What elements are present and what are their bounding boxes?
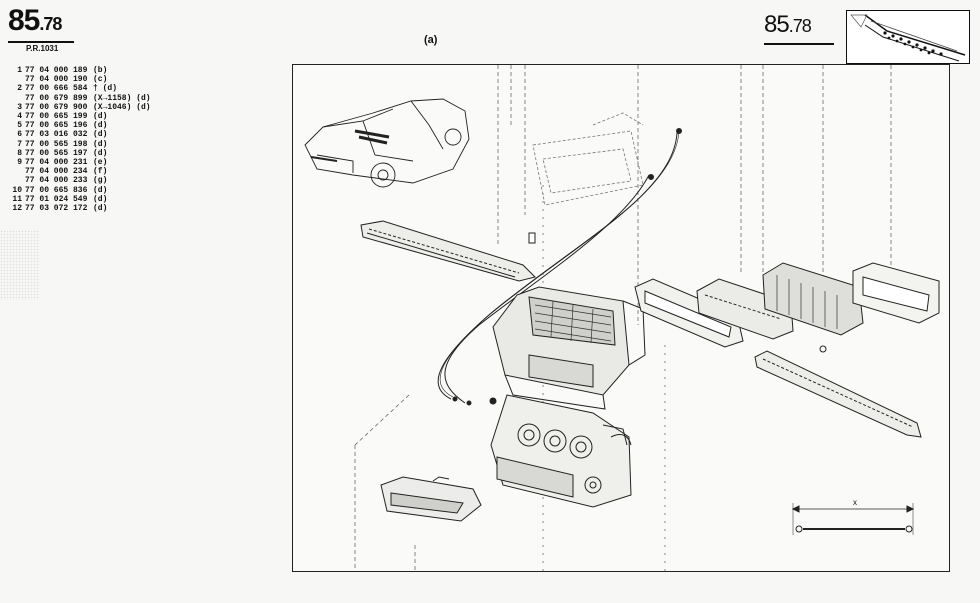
callout-leaders <box>354 65 892 571</box>
ashtray-drawer <box>380 476 482 522</box>
part-note: (d) <box>93 204 108 214</box>
car-silhouette <box>304 98 470 188</box>
part-note: (d) <box>93 139 108 149</box>
part-index: 12 <box>12 204 22 214</box>
part-note: (X→1046) (d) <box>93 102 151 112</box>
part-index <box>10 176 22 185</box>
part-note: (d) <box>93 112 108 122</box>
location-thumbnail <box>846 10 970 64</box>
right-vent-strip <box>754 350 922 438</box>
part-reference: 77 03 016 032 <box>25 130 88 140</box>
part-reference: 77 04 000 231 <box>25 158 88 168</box>
part-reference: 77 00 665 196 <box>25 121 88 131</box>
right-vent-frame <box>852 262 940 324</box>
header-rule <box>8 41 74 43</box>
central-vent-housing <box>492 286 646 410</box>
figure-label: (a) <box>424 34 438 46</box>
control-cables <box>437 130 680 404</box>
heater-box-outline <box>532 112 644 206</box>
page-number-right-value: 85.78 <box>764 11 812 38</box>
part-index <box>10 94 22 103</box>
page-number-left: 85.78 P.R.1031 <box>8 6 74 53</box>
part-note: (X→1158) (d) <box>93 93 151 103</box>
part-note: (d) <box>93 185 108 195</box>
parts-list-row: 77 04 000 234 (f) <box>10 167 151 176</box>
part-index: 10 <box>12 185 22 195</box>
part-index: 5 <box>17 121 22 131</box>
left-vent-strip <box>360 220 536 282</box>
part-reference: 77 03 072 172 <box>25 204 88 214</box>
part-index: 6 <box>17 130 22 140</box>
part-index <box>10 75 22 84</box>
part-index: 1 <box>17 66 22 75</box>
exploded-view-frame: x <box>292 64 950 572</box>
right-vent-duct <box>696 278 794 340</box>
part-reference: 77 00 665 836 <box>25 185 88 195</box>
part-reference: 77 00 679 900 <box>25 102 88 112</box>
part-reference: 77 04 000 189 <box>25 66 88 75</box>
part-reference: 77 00 665 199 <box>25 112 88 122</box>
part-index: 2 <box>17 84 22 94</box>
page-number-right: 85.78 <box>764 10 834 45</box>
part-index: 4 <box>17 112 22 122</box>
part-note: (d) <box>93 148 108 158</box>
part-index: 8 <box>17 148 22 158</box>
part-note: † (d) <box>93 84 118 94</box>
part-reference: 77 00 565 197 <box>25 148 88 158</box>
heater-control-panel <box>490 394 632 508</box>
part-note: (f) <box>93 167 108 177</box>
parts-list-row: 77 04 000 190 (c) <box>10 75 151 84</box>
part-reference: 77 04 000 234 <box>25 167 88 177</box>
part-note: (d) <box>93 121 108 131</box>
parts-list-row: 77 04 000 233 (g) <box>10 176 151 185</box>
part-index <box>10 167 22 176</box>
exploded-view-diagram: x <box>304 65 940 571</box>
part-note: (g) <box>93 176 108 186</box>
part-index: 3 <box>17 102 22 112</box>
pr-reference: P.R.1031 <box>26 44 59 53</box>
dimension-label: x <box>853 498 857 507</box>
part-reference: 77 00 565 198 <box>25 139 88 149</box>
part-note: (b) <box>93 66 108 75</box>
parts-list-row: 77 00 679 899 (X→1158) (d) <box>10 94 151 103</box>
part-note: (c) <box>93 75 108 85</box>
part-reference: 77 04 000 233 <box>25 176 88 186</box>
scan-noise <box>0 230 40 300</box>
part-note: (d) <box>93 194 108 204</box>
part-reference: 77 01 024 549 <box>25 194 88 204</box>
right-vent-bezel <box>634 278 744 348</box>
cable-dimension <box>791 503 915 535</box>
part-index: 11 <box>12 194 22 204</box>
header-rule-right <box>764 43 834 45</box>
part-index: 7 <box>17 139 22 149</box>
part-note: (e) <box>93 158 108 168</box>
part-reference: 77 04 000 190 <box>25 75 88 85</box>
part-note: (d) <box>93 130 108 140</box>
page-number: 85.78 <box>8 4 62 37</box>
part-reference: 77 00 666 584 <box>25 84 88 94</box>
part-reference: 77 00 679 899 <box>25 93 88 103</box>
part-index: 9 <box>17 158 22 168</box>
right-vent-grille <box>762 262 864 336</box>
